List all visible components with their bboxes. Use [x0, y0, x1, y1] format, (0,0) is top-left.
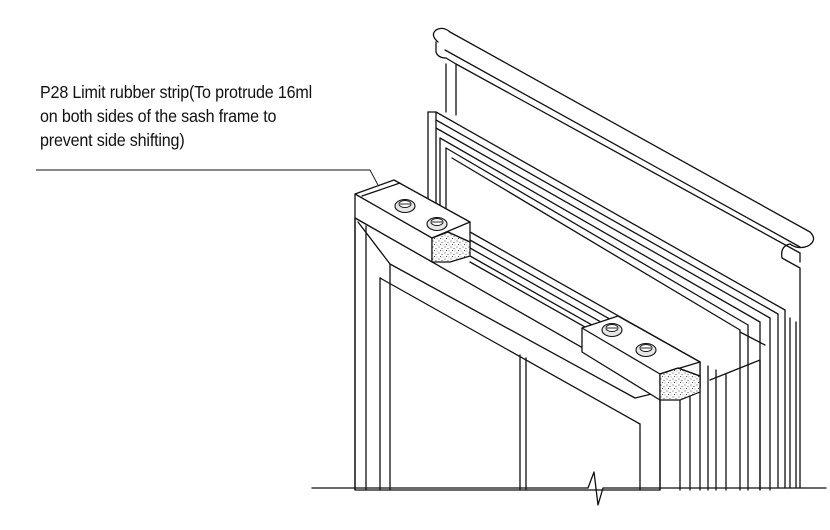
annotation-line-3: prevent side shifting) — [40, 130, 185, 150]
annotation-line-2: on both sides of the sash frame to — [40, 106, 277, 126]
top-track-rail — [432, 27, 815, 319]
screw-head-icon — [394, 198, 657, 358]
annotation-line-1: P28 Limit rubber strip(To protrude 16ml — [40, 82, 313, 102]
rubber-block-icon — [431, 231, 701, 401]
leader-line — [36, 169, 379, 186]
annotation-label: P28 Limit rubber strip(To protrude 16ml … — [40, 80, 344, 152]
sash-frame — [354, 217, 766, 491]
break-line-icon — [311, 471, 827, 506]
